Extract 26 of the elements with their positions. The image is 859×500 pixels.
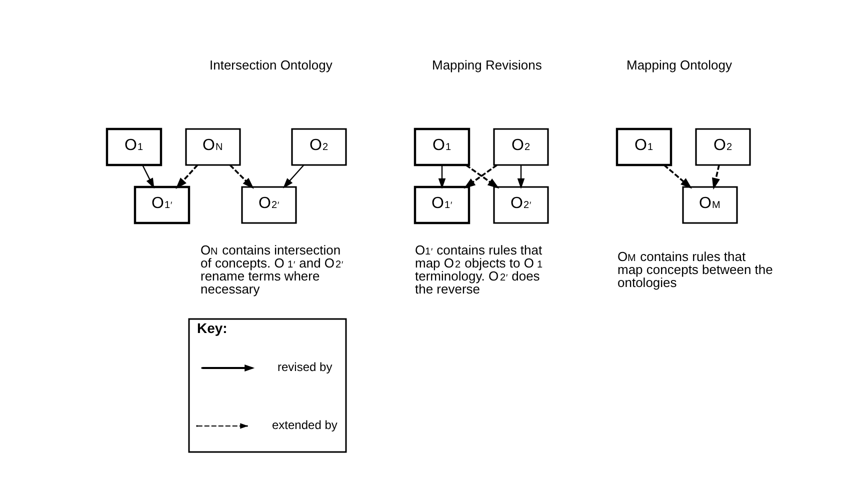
- node-box: O2: [291, 128, 347, 166]
- arrow: [712, 164, 720, 190]
- node-box: O2′: [493, 186, 549, 224]
- arrow: [664, 164, 692, 189]
- label: Intersection Ontology: [210, 57, 332, 72]
- node-box: OM: [682, 186, 738, 224]
- arrow: [176, 164, 198, 190]
- arrow: [229, 164, 254, 189]
- node-box: O1′: [414, 186, 470, 224]
- node-box: O1: [414, 128, 470, 166]
- node-box: ON: [185, 128, 241, 166]
- node-box: O1: [616, 128, 672, 166]
- label: Mapping Ontology: [626, 57, 732, 72]
- arrow: [438, 165, 446, 189]
- label: Mapping Revisions: [432, 57, 542, 72]
- node-box: O2: [493, 128, 549, 166]
- label: OM contains rules that map concepts between the ontologies: [618, 248, 773, 290]
- node-box: O1: [106, 128, 162, 166]
- arrow: [142, 164, 154, 189]
- arrow: [282, 164, 304, 188]
- legend-label: extended by: [272, 418, 338, 432]
- legend-label: revised by: [278, 360, 332, 374]
- node-box: O1′: [134, 186, 190, 224]
- arrow: [517, 165, 525, 189]
- node-box: O2: [695, 128, 751, 166]
- node-box: O2′: [241, 186, 297, 224]
